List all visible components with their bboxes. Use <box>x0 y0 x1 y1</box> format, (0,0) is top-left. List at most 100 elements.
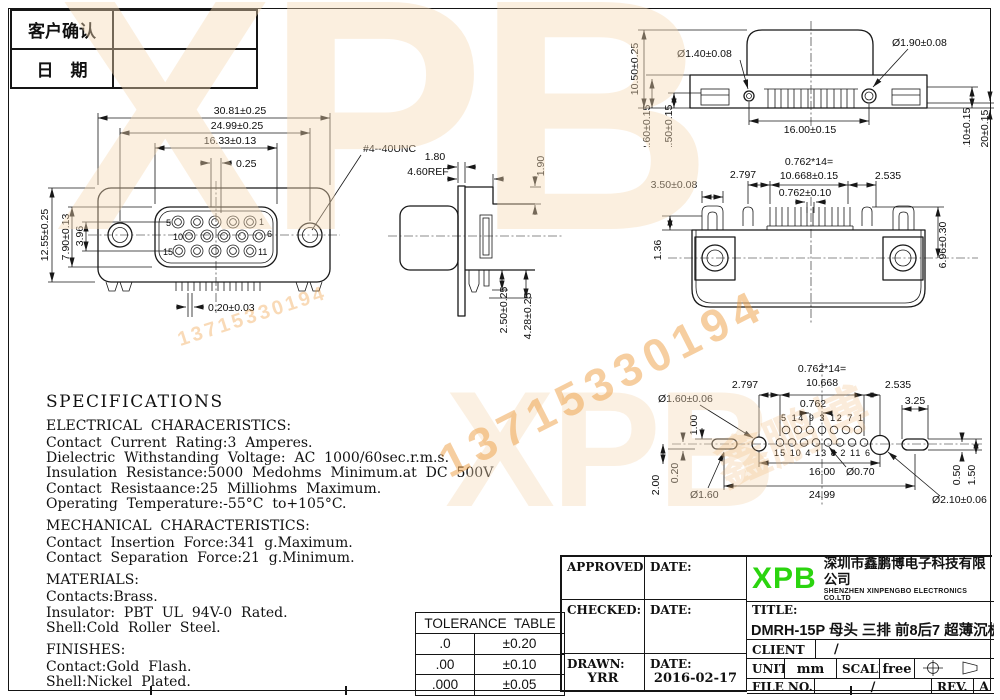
footprint-geometry <box>660 363 982 505</box>
dim-right-offset: 2.535 <box>875 170 901 182</box>
dim-vertical-2: 6.96±0.30 <box>937 222 949 269</box>
drawing-title: DMRH-15P 母头 三排 前8后7 超薄沉板式 <box>751 623 994 639</box>
unit-value: mm <box>785 659 837 679</box>
projection-cone-icon <box>962 661 978 675</box>
dim-hole-right: Ø1.90±0.08 <box>892 37 947 49</box>
tolerance-digits: .0 <box>415 633 475 655</box>
dim-pin-width: 0.20±0.03 <box>208 302 255 314</box>
top-view: 10.50±0.25 Ø1.40±0.08 Ø1.90±0.08 16.00±0… <box>630 21 994 147</box>
company-name-cn: 深圳市鑫鹏博电子科技有限公司 <box>823 557 986 587</box>
dim-slot-right-len: 3.25 <box>905 395 926 407</box>
spec-line: Contact Separation Force:21 g.Minimum. <box>46 550 355 567</box>
pin-number: 10 <box>173 232 183 242</box>
dim-left-2: 1.50±0.15 <box>663 105 675 147</box>
dim-pin-short: 2.50±0.25 <box>498 287 510 334</box>
dim-step-height: 1.90 <box>535 156 547 177</box>
footprint-pin-numbers-bottom: 15 10 4 13 8 2 11 6 <box>774 448 870 458</box>
dim-slot-left: Ø1.60 <box>690 489 719 501</box>
confirm-date-value <box>112 48 258 89</box>
pin-number: 6 <box>267 229 272 239</box>
dim-pin-pitch: 0.762±0.10 <box>779 187 832 199</box>
dim-flange-thickness: 1.80 <box>425 151 446 163</box>
pin-number: 1 <box>259 217 264 227</box>
drawn-date: 2016-02-17 <box>653 671 738 686</box>
dim-insert-height: 7.90±0.13 <box>60 214 72 261</box>
tolerance-value: ±0.05 <box>474 674 565 696</box>
footprint-holes <box>775 425 869 447</box>
dim-right-offset: 2.535 <box>885 379 911 391</box>
spec-line: Contacts:Brass. <box>46 589 158 606</box>
spec-line: Contact Insertion Force:341 g.Maximum. <box>46 535 353 552</box>
dim-overall-height: 12.55±0.25 <box>40 209 51 262</box>
checked-label: CHECKED: <box>562 600 645 654</box>
file-no-label: FILE NO. <box>747 679 815 694</box>
dim-latch-width: 3.50±0.08 <box>651 179 698 191</box>
dim-vertical-1: 1.36 <box>652 240 664 261</box>
approved-label: APPROVED: <box>562 557 645 600</box>
specifications-block: SPECIFICATIONS ELECTRICAL CHARACERISTICS… <box>46 392 494 690</box>
thread-callout: #4--40UNC <box>363 143 417 155</box>
rev-value: A <box>974 679 994 694</box>
dim-right-1: 2.10±0.15 <box>961 108 973 147</box>
dim-insert-width: 16.33±0.13 <box>204 135 257 147</box>
title-cell: TITLE: DMRH-15P 母头 三排 前8后7 超薄沉板式 <box>747 602 994 640</box>
dim-pin-span: 16.00±0.15 <box>784 124 837 136</box>
drawn-by: YRR <box>587 671 619 686</box>
drawn-date-label: DATE: <box>650 657 692 671</box>
company-name-en: SHENZHEN XINPENGBO ELECTRONICS CO.LTD <box>823 588 968 602</box>
side-view-geometry <box>388 162 563 317</box>
dim-vertical-150: 1.50 <box>966 465 978 486</box>
dim-vertical-200: 2.00 <box>650 475 662 496</box>
electrical-heading: ELECTRICAL CHARACERISTICS: <box>46 418 292 434</box>
client-pn-value: / <box>816 640 994 659</box>
tolerance-value: ±0.10 <box>474 653 565 675</box>
spec-line: Operating Temperature:-55°C to+105°C. <box>46 495 347 512</box>
front-contact-holes <box>171 215 266 258</box>
dim-vertical-100: 1.00 <box>688 415 700 436</box>
scale-value: free <box>880 659 915 679</box>
dim-ref-depth: 4.60REF <box>407 166 448 178</box>
footprint-pin-numbers-top: 5 14 9 3 12 7 1 <box>781 413 863 423</box>
dim-pin-hole: Ø0.70 <box>846 466 875 478</box>
dim-left-1: 2.60±0.15 <box>641 105 653 147</box>
spec-line: Dielectric Withstanding Voltage: AC 1000… <box>46 450 450 467</box>
top-view-geometry <box>638 21 994 127</box>
rear-view-geometry <box>662 181 978 325</box>
projection-symbols <box>923 660 978 676</box>
dim-hole-left: Ø1.40±0.08 <box>677 48 732 60</box>
customer-confirm-value <box>112 9 258 50</box>
dim-pin-pitch: 0.762 <box>800 398 826 410</box>
front-view-geometry <box>48 113 362 317</box>
dim-pin-long: 4.28±0.25 <box>522 293 534 340</box>
drawn-cell: DRAWN: YRR <box>562 654 645 692</box>
footprint-view: 2.797 0.762*14= 10.668 2.535 3.25 0.762 … <box>650 363 987 506</box>
drawn-date-cell: DATE: 2016-02-17 <box>645 654 747 692</box>
spec-line: Contact:Gold Flash. <box>46 659 192 676</box>
dim-slot-hole: Ø1.60±0.06 <box>658 393 713 405</box>
dim-vertical-020: 0.20 <box>669 463 681 484</box>
tolerance-value: ±0.20 <box>474 633 565 655</box>
dim-right-2: 0.20±0.15 <box>979 110 991 147</box>
pin-number: 5 <box>166 218 171 228</box>
side-view: 1.80 4.60REF 1.90 2.50±0.25 4.28±0.25 <box>388 151 563 340</box>
dim-span-25: 24.99 <box>809 489 835 501</box>
spec-line: Contact Resistaance:25 Milliohms Maximum… <box>46 480 382 497</box>
spec-line: Insulation Resistance:5000 Medohms Minim… <box>46 465 494 482</box>
drawn-label: DRAWN: <box>567 657 625 671</box>
dim-pitch-formula: 0.762*14= <box>785 156 833 168</box>
pin-number: 15 <box>163 247 173 257</box>
customer-confirm-table: 客户确认 日 期 <box>10 9 258 89</box>
pin-number: 11 <box>258 247 267 257</box>
client-pn-label: CLIENT P/N <box>747 640 816 659</box>
dim-shell-height: 10.50±0.25 <box>630 43 641 96</box>
dim-hole-right: Ø2.10±0.06 <box>932 494 987 506</box>
company-logo: XPB <box>752 562 817 595</box>
customer-confirm-label: 客户确认 <box>10 9 114 50</box>
approved-date-label: DATE: <box>645 557 747 600</box>
title-block: APPROVED: DATE: CHECKED: DATE: DRAWN: YR… <box>560 555 994 694</box>
finishes-heading: FINISHES: <box>46 642 126 659</box>
dim-left-offset: 2.797 <box>730 169 756 181</box>
dim-span-16: 16.00 <box>809 466 835 478</box>
unit-label: UNIT <box>747 659 785 679</box>
